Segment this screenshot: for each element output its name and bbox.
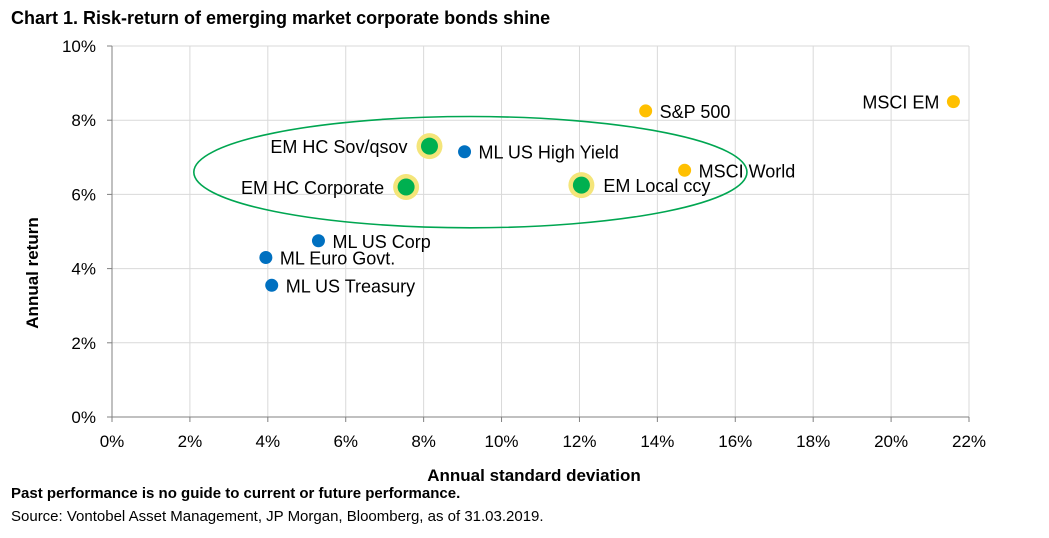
x-tick-label: 8%	[411, 432, 436, 451]
point-msci-world	[678, 163, 692, 177]
x-tick-label: 16%	[718, 432, 752, 451]
point-label-ml-us-corp: ML US Corp	[332, 232, 430, 252]
y-tick-label: 10%	[62, 37, 96, 56]
axes	[107, 45, 970, 422]
tick-labels: 0% 2% 4% 6% 8% 10% 0% 2% 4% 6% 8% 10% 12% 14% 16% 18% 20…	[62, 37, 986, 451]
point-em-hc-sov-qsov	[420, 137, 438, 155]
data-points	[259, 95, 960, 292]
point-ml-us-corp	[311, 234, 325, 248]
point-label-em-hc-corporate: EM HC Corporate	[241, 178, 384, 198]
x-tick-label: 20%	[874, 432, 908, 451]
x-tick-label: 12%	[562, 432, 596, 451]
x-axis-title: Annual standard deviation	[427, 466, 640, 485]
x-tick-label: 22%	[952, 432, 986, 451]
point-label-em-local-ccy: EM Local ccy	[603, 176, 710, 196]
x-tick-label: 18%	[796, 432, 830, 451]
x-tick-label: 4%	[256, 432, 281, 451]
gridlines	[112, 45, 970, 417]
point-em-local-ccy	[572, 176, 590, 194]
disclaimer: Past performance is no guide to current …	[11, 485, 461, 502]
point-em-hc-corporate	[397, 178, 415, 196]
point-label-msci-em: MSCI EM	[862, 93, 939, 113]
y-axis-title: Annual return	[23, 217, 42, 328]
point-label-ml-euro-govt: ML Euro Govt.	[280, 248, 395, 268]
y-tick-label: 6%	[71, 185, 96, 204]
point-label-ml-us-high-yield: ML US High Yield	[479, 143, 619, 163]
y-tick-label: 8%	[71, 111, 96, 130]
highlight-ellipse	[193, 115, 748, 229]
point-label-msci-world: MSCI World	[699, 161, 796, 181]
point-label-s-p-500: S&P 500	[660, 102, 731, 122]
point-msci-em	[946, 95, 960, 109]
point-ml-us-treasury	[265, 278, 279, 292]
point-labels: EM HC Sov/qsov EM HC Corporate EM Local cc…	[241, 93, 939, 297]
y-tick-label: 0%	[71, 408, 96, 427]
point-ml-us-high-yield	[458, 145, 472, 159]
point-s-p-500	[639, 104, 653, 118]
point-label-em-hc-sov-qsov: EM HC Sov/qsov	[270, 137, 407, 157]
chart-title: Chart 1. Risk-return of emerging market …	[11, 8, 551, 28]
source-note: Source: Vontobel Asset Management, JP Mo…	[11, 508, 544, 525]
x-tick-label: 0%	[100, 432, 125, 451]
y-tick-label: 2%	[71, 334, 96, 353]
point-label-ml-us-treasury: ML US Treasury	[286, 276, 415, 296]
x-tick-label: 6%	[333, 432, 358, 451]
x-tick-label: 14%	[640, 432, 674, 451]
x-tick-label: 10%	[485, 432, 519, 451]
annotations	[193, 115, 748, 229]
x-tick-label: 2%	[178, 432, 203, 451]
y-tick-label: 4%	[71, 260, 96, 279]
point-ml-euro-govt	[259, 250, 273, 264]
